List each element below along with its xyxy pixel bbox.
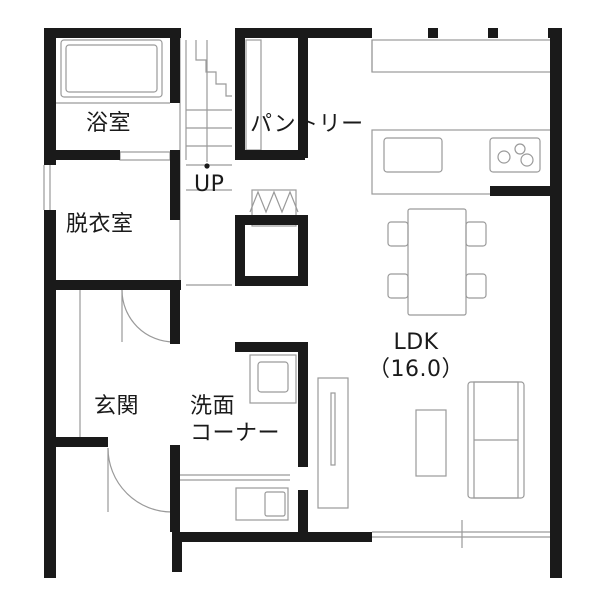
pantry-label: パントリー xyxy=(250,112,364,137)
stair-up-dot xyxy=(204,163,210,169)
back-counter xyxy=(371,39,553,73)
island-counter xyxy=(371,129,553,195)
vanity xyxy=(249,354,297,404)
entrance-label: 玄関 xyxy=(94,394,140,419)
ldk-label: LDK xyxy=(393,330,439,355)
tv-board xyxy=(317,377,349,509)
sink xyxy=(383,137,443,173)
dressing-room-label: 脱衣室 xyxy=(66,212,134,237)
bathtub xyxy=(60,39,163,98)
stairs-up-label: UP xyxy=(194,172,225,197)
staircase xyxy=(179,38,232,286)
washing-machine xyxy=(235,487,289,521)
stove xyxy=(489,137,541,173)
entrance-door-swing xyxy=(121,289,175,343)
fixtures xyxy=(43,38,553,548)
bath-label: 浴室 xyxy=(86,111,132,136)
dining-table xyxy=(407,208,467,316)
washroom-label-line2: コーナー xyxy=(190,421,281,446)
washroom-label-line1: 洗面 xyxy=(190,394,236,419)
bathtub-inner xyxy=(65,44,158,93)
front-door-swing xyxy=(107,447,173,513)
walls xyxy=(44,28,562,578)
ldk-size-label: （16.0） xyxy=(368,357,464,382)
coffee-table xyxy=(415,409,447,477)
bath-window xyxy=(119,151,171,161)
